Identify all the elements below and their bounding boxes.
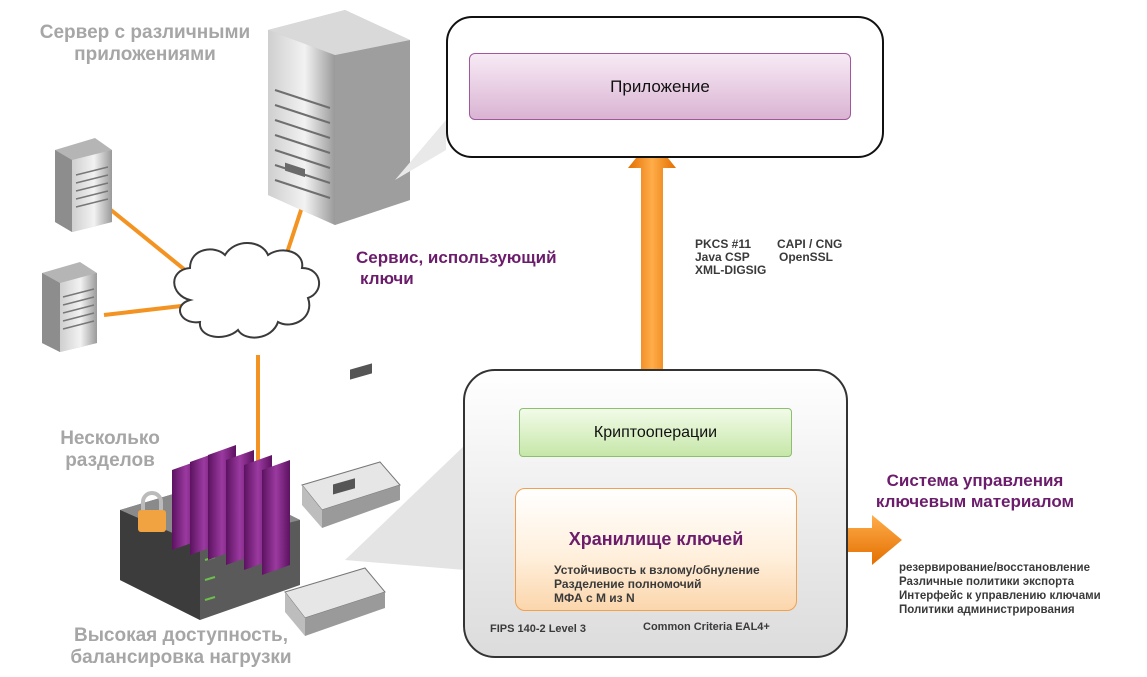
hsm-card-top-icon	[301, 363, 401, 528]
management-feature: Политики администрирования	[899, 604, 1075, 616]
small-server-bottom-icon	[42, 262, 97, 352]
lock-icon	[138, 510, 166, 532]
ha-line2: балансировка нагрузки	[70, 647, 292, 668]
hsm-callout-pointer	[345, 445, 465, 570]
api-pkcs11: PKCS #11	[695, 237, 752, 251]
kms-line2: ключевым материалом	[875, 492, 1075, 511]
callout-pointer	[395, 120, 446, 180]
key-storage-feature: МФА с M из N	[554, 591, 635, 605]
ha-line1: Высокая доступность,	[73, 625, 289, 646]
cloud-icon	[173, 242, 320, 339]
key-storage-box: Хранилище ключей Устойчивость к взлому/о…	[515, 488, 797, 611]
application-box: Приложение	[469, 53, 851, 120]
crypto-operations-label: Криптооперации	[593, 423, 718, 441]
hsm-cluster-icon	[120, 445, 300, 620]
server-multi-app-line2: приложениями	[74, 44, 216, 65]
key-storage-feature: Разделение полномочий	[554, 577, 702, 591]
partitions-line2: разделов	[65, 450, 155, 471]
management-feature: Различные политики экспорта	[899, 576, 1075, 588]
key-service-line1: Сервис, использующий	[356, 248, 557, 267]
kms-line1: Система управления	[886, 471, 1064, 490]
key-storage-title: Хранилище ключей	[568, 529, 744, 549]
crypto-operations-box: Криптооперации	[519, 408, 792, 457]
cc-label: Common Criteria EAL4+	[643, 621, 770, 633]
api-java-csp: Java CSP	[695, 250, 750, 264]
key-storage-feature: Устойчивость к взлому/обнуление	[554, 563, 760, 577]
key-service-line2: ключи	[360, 269, 414, 288]
management-feature: резервирование/восстановление	[899, 562, 1090, 574]
key-storage-features: Устойчивость к взлому/обнуление Разделен…	[554, 563, 760, 605]
key-service-label: Сервис, использующий ключи	[356, 247, 557, 289]
api-double-arrow	[628, 138, 676, 400]
partitions-icon	[172, 445, 290, 575]
api-openssl: OpenSSL	[779, 250, 834, 264]
partitions-label: Несколько разделов	[50, 428, 170, 472]
ha-label: Высокая доступность, балансировка нагруз…	[46, 625, 316, 669]
api-xml-digsig: XML-DIGSIG	[695, 263, 767, 277]
fips-label: FIPS 140-2 Level 3	[490, 623, 586, 635]
management-feature: Интерфейс к управлению ключами	[899, 590, 1101, 602]
main-server-icon	[268, 10, 410, 225]
api-capi-cng: CAPI / CNG	[777, 237, 843, 251]
application-label: Приложение	[610, 76, 710, 96]
small-server-top-icon	[55, 138, 112, 232]
server-multi-app-label: Сервер с различными приложениями	[15, 22, 275, 66]
management-features: резервирование/восстановление Различные …	[899, 561, 1101, 617]
server-multi-app-line1: Сервер с различными	[39, 22, 251, 43]
hsm-card-bottom-icon	[284, 478, 386, 636]
kms-label: Система управления ключевым материалом	[855, 470, 1095, 512]
partitions-line1: Несколько	[60, 428, 160, 449]
link-server-bottom	[103, 303, 191, 317]
